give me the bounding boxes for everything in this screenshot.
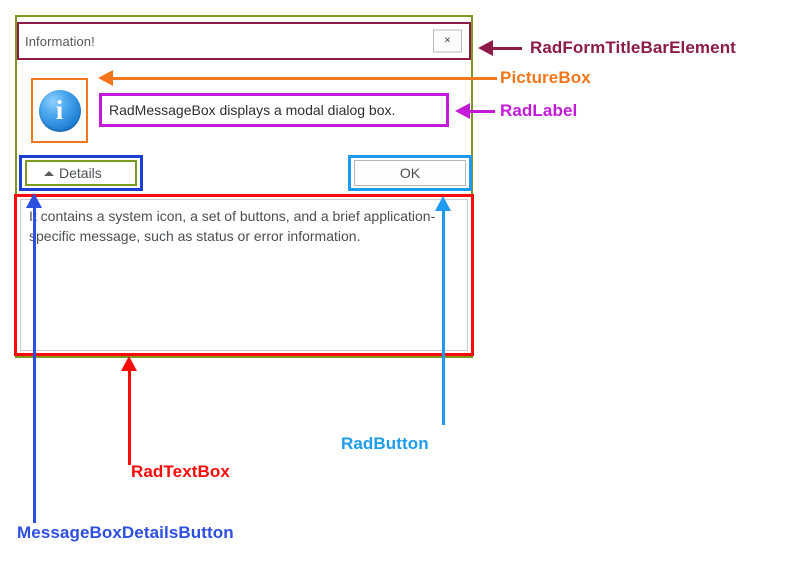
rad-form-title-bar-element: Information! × [17,22,471,60]
annotation-leader-titlebar [492,47,522,50]
annotation-arrow-radbutton [435,196,451,211]
caret-up-icon [44,170,54,176]
ok-button-label: OK [399,165,421,181]
close-icon[interactable]: × [433,29,462,53]
annotation-label-radlabel: RadLabel [500,101,578,120]
textbox-highlight [14,194,474,356]
message-box-details-button[interactable]: Details [25,160,137,186]
annotation-arrow-details-button [26,193,42,208]
info-icon [38,89,81,132]
annotation-arrow-radtextbox [121,356,137,371]
annotation-label-radbutton: RadButton [341,434,429,453]
annotation-label-titlebar: RadFormTitleBarElement [530,38,736,57]
annotation-label-picturebox: PictureBox [500,68,591,87]
ok-button-highlight [348,155,472,191]
annotation-label-radtextbox: RadTextBox [131,462,230,481]
details-button-label: Details [59,165,102,181]
rad-label: RadMessageBox displays a modal dialog bo… [99,93,449,127]
message-text: RadMessageBox displays a modal dialog bo… [109,102,396,118]
details-text: It contains a system icon, a set of butt… [29,208,436,244]
annotation-leader-picturebox [112,77,497,80]
annotation-leader-radtextbox [128,370,131,465]
window-title: Information! [25,33,95,49]
picture-box [31,78,88,143]
details-button-highlight [19,155,143,191]
annotation-arrow-titlebar [478,40,493,56]
annotation-leader-radlabel [469,110,495,113]
ok-button[interactable]: OK [354,160,466,186]
annotation-arrow-picturebox [98,70,113,86]
annotation-leader-details-button [33,207,36,523]
annotation-label-details-button: MessageBoxDetailsButton [17,523,234,542]
annotation-arrow-radlabel [455,103,470,119]
rad-text-box[interactable]: It contains a system icon, a set of butt… [20,199,468,351]
annotation-leader-radbutton [442,210,445,425]
title-bar-content: Information! [19,24,469,58]
